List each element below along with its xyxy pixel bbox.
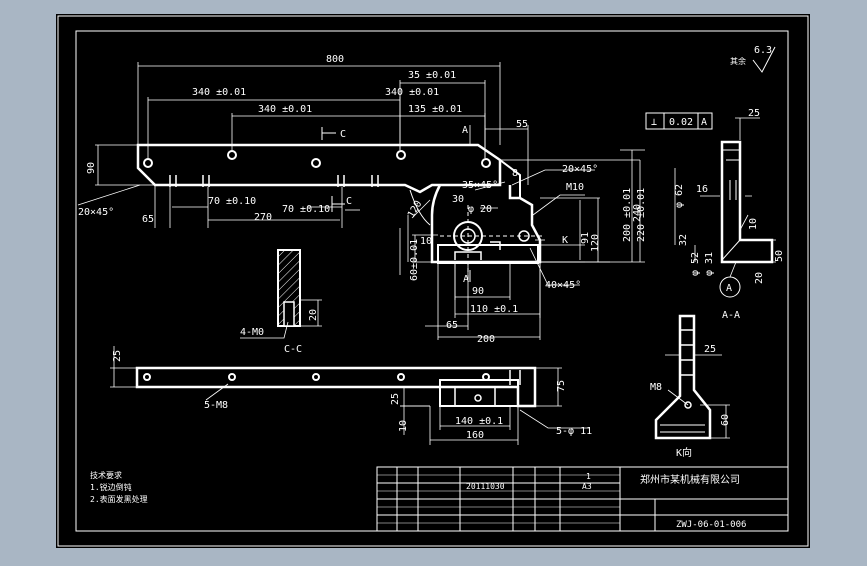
dim-240: 240 [632,204,643,222]
notes-line1: 1.锐边倒钝 [90,482,132,492]
dim-65b: 65 [446,320,458,331]
bar-hole [311,158,321,168]
dim-dia20: φ 20 [468,204,492,215]
aa-label: A-A [722,310,740,321]
dim-340-b: 340 ±0.01 [385,87,439,98]
dim-chamfer-r1: 20×45° [562,164,598,175]
dim-10: 10 [420,236,432,247]
tolerance-datum: A [701,117,707,128]
dim-chamfer-r2: 35×45° [462,180,498,191]
plan-view [77,62,645,340]
elevation-block [439,379,519,407]
roughness-note: 其余 [730,56,746,66]
title-size: A3 [582,482,592,491]
dim-200: 200 ±0.01 [622,188,633,242]
view-k [654,314,730,440]
dim-70-b: 70 ±0.10 [282,204,330,215]
dim-overall: 800 [326,54,344,65]
viewk-d60: 60 [720,414,731,426]
dim-30: 30 [452,194,464,205]
bracket-base [437,244,539,264]
dim-135: 135 ±0.01 [408,104,462,115]
dim-70-a: 70 ±0.10 [208,196,256,207]
elev-d25b: 25 [390,393,401,405]
bar-outline [136,143,502,194]
sheet-border-outer [57,15,809,547]
viewk-d25: 25 [704,344,716,355]
aa-d32: 32 [678,234,689,246]
aa-d20: 20 [754,272,765,284]
section-cc-m10: 4-M0 [240,327,264,338]
bar-hole [481,158,491,168]
section-c-c [240,249,322,339]
aa-d25: 25 [748,108,760,119]
dim-90b: 90 [472,286,484,297]
elev-d25: 25 [112,350,123,362]
section-a-a [645,46,776,298]
elev-d160: 160 [466,430,484,441]
section-mark-k: K [562,235,568,246]
viewk-label: K向 [676,446,692,459]
aa-d10: 10 [748,218,759,230]
elev-d140: 140 ±0.1 [455,416,503,427]
bar-hole [227,150,237,160]
elev-holes: 5-φ 11 [556,426,592,437]
dim-120: 120 [590,234,601,252]
section-cc-label: C-C [284,344,302,355]
dim-340-c: 340 ±0.01 [258,104,312,115]
section-mark-a: A [462,125,468,136]
drawing-sheet [56,14,810,548]
tolerance-symbol: ⊥ [651,117,657,128]
dim-60: 60±0.01 [409,239,420,281]
notes-title: 技术要求 [90,470,122,480]
bar-hole [396,150,406,160]
section-mark-a2: A [463,274,469,285]
roughness-symbol [752,46,776,73]
dim-90: 90 [86,162,97,174]
elev-d75: 75 [556,380,567,392]
title-company: 郑州市某机械有限公司 [640,473,740,486]
dim-110: 110 ±0.1 [470,304,518,315]
viewk-m8: M8 [650,382,662,393]
elev-d10: 10 [398,420,409,432]
dim-65: 65 [142,214,154,225]
section-mark-c2: C [346,196,352,207]
elevation-view [110,346,590,445]
bracket-outline [430,184,542,264]
dim-chamfer-left: 20×45° [78,207,114,218]
dim-340-a: 340 ±0.01 [192,87,246,98]
aa-dia52: φ 52 [690,252,701,276]
dim-m10: M10 [566,182,584,193]
aa-dia31: φ 31 [704,252,715,276]
tolerance-value: 0.02 [669,117,693,128]
title-block [376,466,789,532]
title-scale: 1 [586,472,591,481]
dim-8: 8 [512,168,518,179]
elev-m8: 5-M8 [204,400,228,411]
dim-chamfer-r3: 40×45° [545,280,581,291]
notes-line2: 2.表面发黑处理 [90,494,148,504]
section-cc-d20: 20 [308,309,319,321]
title-date: 20111030 [466,482,505,491]
dim-270: 270 [254,212,272,223]
roughness-value: 6.3 [754,45,772,56]
aa-d16: 16 [696,184,708,195]
aa-datum: A [726,283,732,294]
dim-91: 91 [580,232,591,244]
tolerance-frame [645,112,713,130]
dim-35: 35 ±0.01 [408,70,456,81]
section-mark-c: C [340,129,346,140]
title-drawing-no: ZWJ-06-01-006 [676,520,746,530]
dim-200b: 200 [477,334,495,345]
dim-220: 220 ±0.01 [636,188,647,242]
aa-d50: 50 [774,250,785,262]
aa-dia62: φ 62 [674,184,685,208]
dim-55: 55 [516,119,528,130]
